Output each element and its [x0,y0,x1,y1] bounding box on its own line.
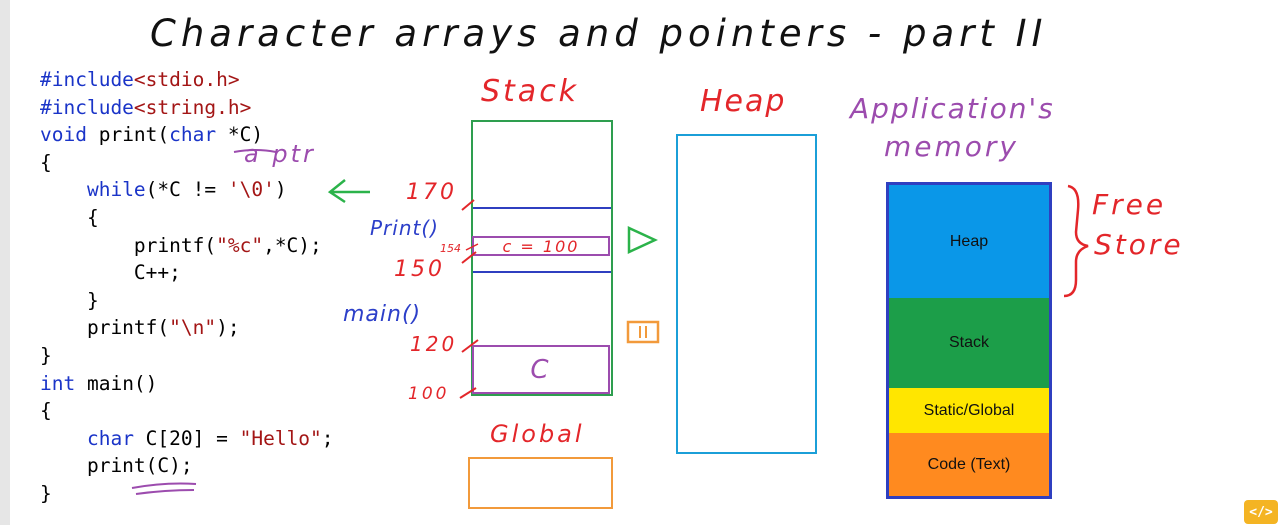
left-edge-bar [0,0,10,525]
stack-box [471,120,613,396]
code-token: char [86,426,134,450]
code-token: { [40,399,52,423]
code-token: main() [75,371,158,395]
address-170: 170 [406,180,457,205]
code-token: char [169,123,217,147]
code-token: ); [216,316,240,340]
code-line: int main() [40,370,334,398]
code-token: print( [86,123,170,147]
code-token: while [86,178,146,202]
heap-box [676,134,817,454]
memory-segment-stack: Stack [889,298,1049,388]
code-token: ,*C); [263,233,322,257]
memory-segment-static-label: Static/Global [923,401,1015,419]
address-154: 154 [440,242,461,255]
code-token: *C) [216,123,264,147]
code-token: <stdio.h> [133,68,240,91]
global-label: Global [490,420,585,448]
global-box [468,457,613,509]
code-line: C++; [40,259,334,287]
code-line: } [40,287,334,315]
channel-logo: </> [1244,500,1278,524]
code-line: printf("%c",*C); [40,232,334,260]
memory-segment-stack-label: Stack [948,334,989,351]
main-frame-label: main() [343,302,422,327]
char-array-label: C [530,354,552,385]
pointer-cell-value: c = 100 [502,236,580,256]
code-line: { [40,397,334,425]
tick-154 [465,243,479,251]
code-token: printf( [40,316,170,340]
memory-layout: Heap Stack Static/Global Code (Text) [886,182,1052,499]
code-token: "%c" [216,233,264,257]
code-token: { [40,150,52,174]
code-listing: #include<stdio.h>#include<string.h>void … [40,66,334,508]
underline-print-call-2 [135,489,195,495]
tick-150 [461,251,477,264]
code-token: } [40,343,52,367]
tick-170 [461,199,475,211]
code-token: #include [40,95,134,119]
code-token: void [40,123,87,147]
memory-segment-code-label: Code (Text) [927,455,1011,473]
code-line: void print(char *C) [40,121,334,149]
memory-segment-code: Code (Text) [889,433,1049,496]
tick-100 [459,387,477,399]
code-token: C++; [40,261,181,285]
memory-segment-static: Static/Global [889,388,1049,433]
free-store-brace [1063,184,1089,298]
code-line: #include<string.h> [40,94,334,122]
code-line: printf("\n"); [40,314,334,342]
print-frame-label: Print() [370,216,439,240]
green-triangle-mark [627,226,658,254]
code-token: ) [274,178,287,202]
orange-mark [626,320,660,344]
underline-print-call-1 [131,482,197,489]
green-arrow [327,179,370,204]
code-token: { [40,205,99,229]
app-memory-label-line1: Application's [850,92,1055,125]
free-store-label-line2: Store [1094,228,1184,261]
code-token: '\0' [227,178,275,202]
code-token: C[20] = [133,426,240,450]
code-line: { [40,204,334,232]
orange-mark-inner [639,326,647,338]
code-token: ; [321,426,334,450]
code-line: { [40,149,334,177]
tick-120 [461,339,479,353]
address-120: 120 [410,332,458,356]
code-token: #include [40,68,134,91]
stack-label: Stack [481,74,580,109]
code-token: } [40,288,99,312]
code-token: <string.h> [133,95,252,119]
code-token: print(C); [40,454,193,478]
aptr-annotation: a ptr [244,140,316,168]
code-token: "\n" [169,316,217,340]
free-store-label-line1: Free [1092,188,1167,221]
memory-segment-heap: Heap [889,185,1049,298]
address-100: 100 [408,384,450,404]
code-token: printf( [40,233,217,257]
code-line: while(*C != '\0') [40,176,334,204]
code-token: } [40,481,52,505]
code-token: "Hello" [239,426,322,450]
code-line: #include<stdio.h> [40,66,334,94]
memory-segment-heap-label: Heap [949,232,989,250]
code-line: print(C); [40,452,334,480]
char-array-cell: C [472,345,610,394]
code-line: char C[20] = "Hello"; [40,425,334,453]
code-token: int [40,371,76,395]
code-token: (*C != [145,178,228,202]
app-memory-label-line2: memory [884,130,1019,163]
code-line: } [40,480,334,508]
slide-title: Character arrays and pointers - part II [150,12,1048,55]
heap-label: Heap [700,84,787,119]
code-line: } [40,342,334,370]
address-150: 150 [394,257,445,282]
underline-ptr-param [233,149,277,153]
